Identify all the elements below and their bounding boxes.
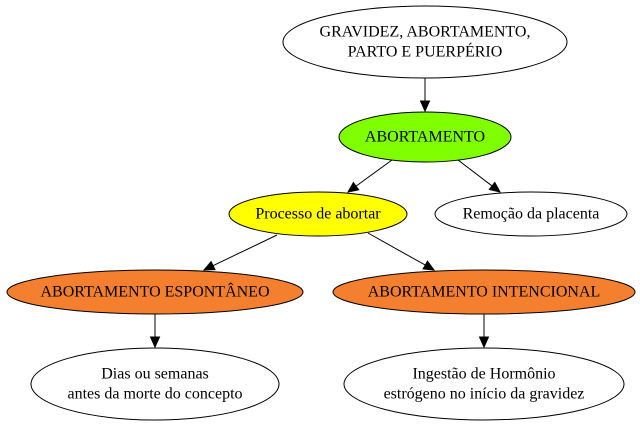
edge-line xyxy=(367,232,426,266)
node-dias: Dias ou semanas antes da morte do concept… xyxy=(30,347,280,421)
edge-line xyxy=(457,159,493,187)
node-label: Processo de abortar xyxy=(255,206,381,223)
node-intencional: ABORTAMENTO INTENCIONAL xyxy=(332,269,636,315)
node-label: estrógeno no início da gravidez xyxy=(384,386,585,403)
node-ingestao: Ingestão de Hormônio estrógeno no início … xyxy=(343,347,625,421)
node-espontaneo: ABORTAMENTO ESPONTÂNEO xyxy=(6,269,304,315)
edges xyxy=(149,78,501,349)
arrowhead-icon xyxy=(419,100,431,113)
arrowhead-icon xyxy=(478,336,490,349)
node-label: antes da morte do concepto xyxy=(67,386,242,403)
node-label: Ingestão de Hormônio xyxy=(412,366,555,383)
node-ellipse xyxy=(282,5,568,79)
node-ellipse xyxy=(434,191,628,237)
node-remocao: Remoção da placenta xyxy=(434,191,628,237)
node-ellipse xyxy=(338,111,512,163)
edge-line xyxy=(212,234,278,267)
node-label: Remoção da placenta xyxy=(463,206,600,223)
node-ellipse xyxy=(332,269,636,315)
edge-root-to-abortamento xyxy=(419,78,431,113)
node-label: PARTO E PUERPÉRIO xyxy=(348,42,503,61)
node-ellipse xyxy=(6,269,304,315)
node-label: Dias ou semanas xyxy=(101,366,209,383)
node-ellipse xyxy=(228,191,408,237)
node-abortamento: ABORTAMENTO xyxy=(338,111,512,163)
edge-processo-to-espontaneo xyxy=(202,234,278,271)
arrowhead-icon xyxy=(488,181,501,193)
nodes: GRAVIDEZ, ABORTAMENTO,PARTO E PUERPÉRIO A… xyxy=(6,5,636,421)
arrowhead-icon xyxy=(347,181,360,193)
edge-line xyxy=(355,159,393,187)
edge-espontaneo-to-dias xyxy=(149,314,161,349)
node-ellipse xyxy=(30,347,280,421)
arrowhead-icon xyxy=(422,260,436,271)
node-label: ABORTAMENTO INTENCIONAL xyxy=(368,284,601,301)
node-processo: Processo de abortar xyxy=(228,191,408,237)
edge-abortamento-to-processo xyxy=(347,159,393,193)
node-label: GRAVIDEZ, ABORTAMENTO, xyxy=(320,24,531,41)
node-ellipse xyxy=(343,347,625,421)
node-label: ABORTAMENTO ESPONTÂNEO xyxy=(40,282,269,301)
edge-abortamento-to-remocao xyxy=(457,159,501,193)
arrowhead-icon xyxy=(202,260,216,271)
arrowhead-icon xyxy=(149,336,161,349)
edge-intencional-to-ingestao xyxy=(478,314,490,349)
node-label: ABORTAMENTO xyxy=(365,129,485,146)
edge-processo-to-intencional xyxy=(367,232,436,271)
node-root: GRAVIDEZ, ABORTAMENTO,PARTO E PUERPÉRIO xyxy=(282,5,568,79)
